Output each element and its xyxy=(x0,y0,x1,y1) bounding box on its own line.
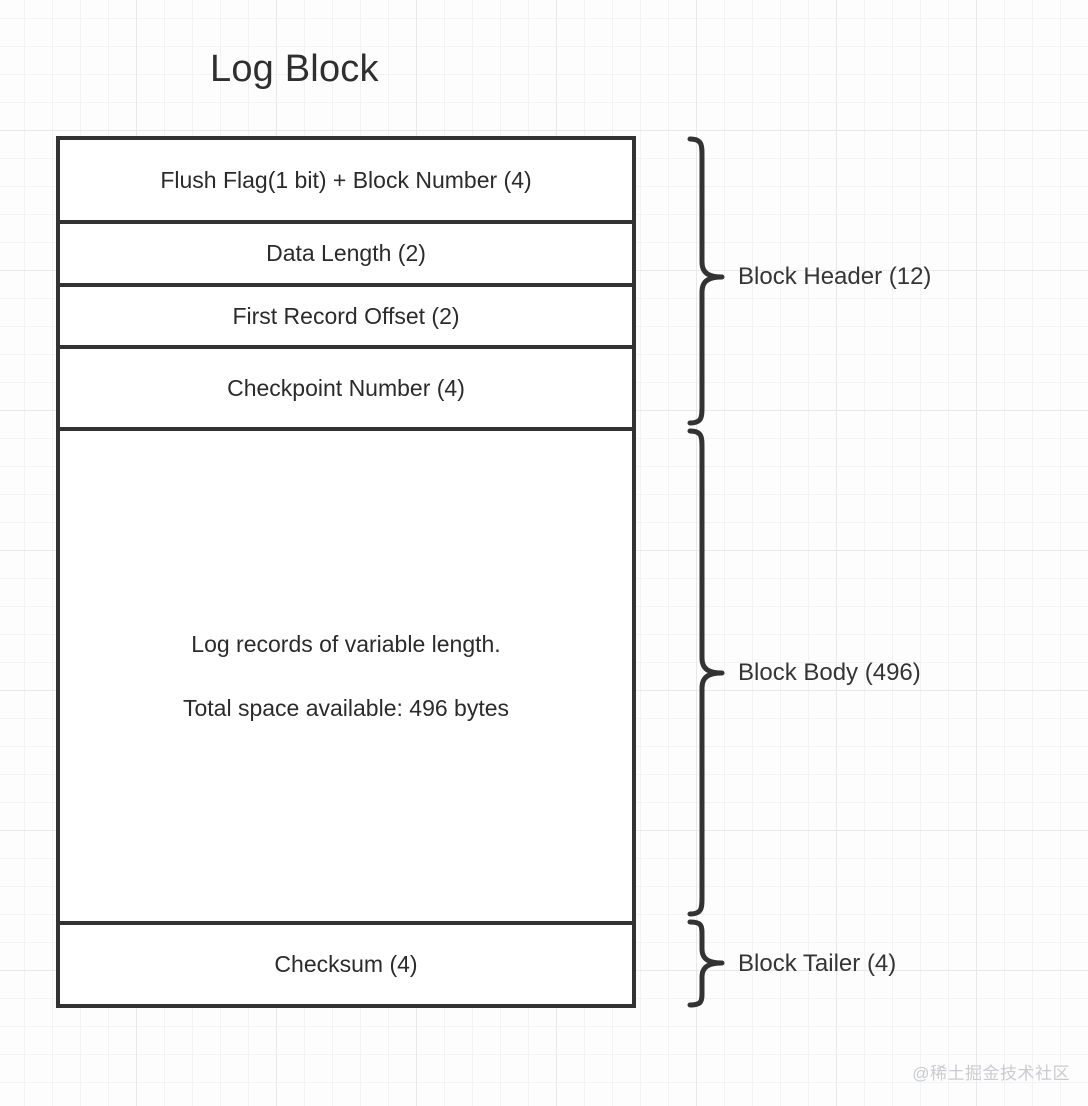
block-row-checkpoint-number: Checkpoint Number (4) xyxy=(60,349,632,431)
curly-brace-icon xyxy=(687,919,725,1008)
log-block-structure: Flush Flag(1 bit) + Block Number (4) Dat… xyxy=(56,136,636,1008)
block-row-label: Flush Flag(1 bit) + Block Number (4) xyxy=(160,166,532,193)
block-row-body: Log records of variable length. Total sp… xyxy=(60,431,632,925)
annotation-block-body: Block Body (496) xyxy=(682,428,982,917)
curly-brace-icon xyxy=(687,136,725,426)
block-row-label: Checkpoint Number (4) xyxy=(227,374,465,401)
block-body-line-1: Log records of variable length. xyxy=(191,631,501,657)
annotation-label: Block Tailer (4) xyxy=(738,950,897,977)
page-title: Log Block xyxy=(210,48,379,90)
annotation-label: Block Header (12) xyxy=(738,263,932,290)
annotation-block-tailer: Block Tailer (4) xyxy=(682,919,982,1008)
block-row-label: Data Length (2) xyxy=(266,240,426,266)
watermark: @稀土掘金技术社区 xyxy=(912,1064,1070,1083)
block-row-data-length: Data Length (2) xyxy=(60,224,632,287)
curly-brace-icon xyxy=(687,428,725,917)
block-row-label: Checksum (4) xyxy=(274,951,418,977)
annotation-label: Block Body (496) xyxy=(738,659,921,686)
block-row-label: First Record Offset (2) xyxy=(232,302,460,329)
block-row-first-record-offset: First Record Offset (2) xyxy=(60,287,632,349)
annotation-block-header: Block Header (12) xyxy=(682,136,982,426)
block-row-flush-flag: Flush Flag(1 bit) + Block Number (4) xyxy=(60,140,632,224)
block-body-line-2: Total space available: 496 bytes xyxy=(182,695,510,721)
block-row-checksum: Checksum (4) xyxy=(60,925,632,1004)
